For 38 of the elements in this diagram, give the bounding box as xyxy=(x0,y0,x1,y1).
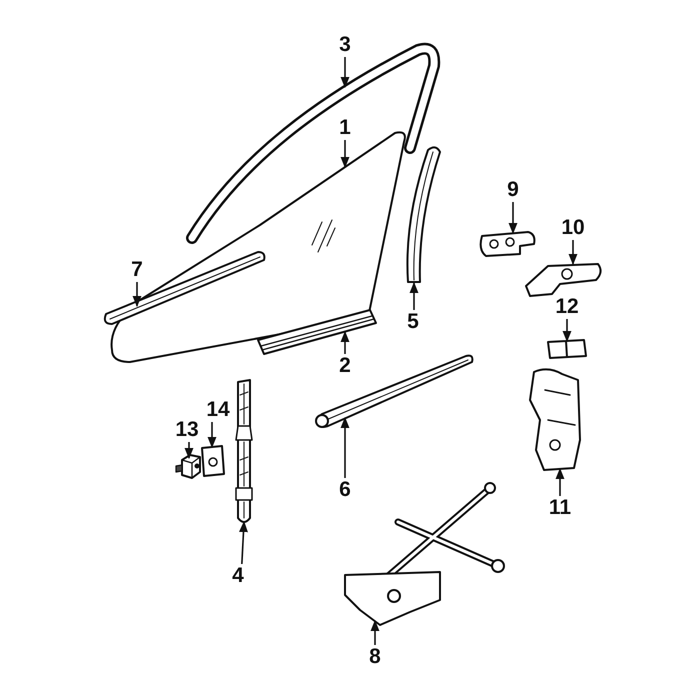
bracket-drawing xyxy=(480,231,536,257)
leader-arrow xyxy=(562,319,572,342)
callout-number: 8 xyxy=(369,646,381,668)
leader-arrow xyxy=(208,422,216,448)
callout-number: 4 xyxy=(232,565,244,587)
leader-arrow xyxy=(370,620,380,645)
callout-number: 14 xyxy=(206,399,230,421)
callout-number: 5 xyxy=(407,311,419,333)
callout-number: 3 xyxy=(339,34,351,56)
callout-number: 7 xyxy=(131,259,143,281)
leader-arrow xyxy=(410,282,418,310)
hinge-drawing xyxy=(525,263,602,297)
callout-number: 13 xyxy=(175,419,199,441)
clip-drawing xyxy=(175,454,201,479)
belt-strip-drawing xyxy=(104,251,266,325)
clip-drawing xyxy=(547,339,587,359)
leader-arrow xyxy=(340,140,350,168)
leader-arrow xyxy=(340,57,350,88)
leader-arrow xyxy=(132,282,142,308)
leader-arrow xyxy=(340,416,350,478)
leader-arrow xyxy=(556,468,564,496)
channel-strip-drawing xyxy=(406,146,441,283)
leader-arrow xyxy=(340,330,350,354)
leader-arrow xyxy=(239,520,248,564)
callout-number: 1 xyxy=(339,117,351,139)
glass-channel-drawing xyxy=(235,379,253,523)
callout-number: 12 xyxy=(555,296,579,318)
callout-number: 10 xyxy=(561,217,585,239)
leader-arrow xyxy=(184,442,194,460)
callout-number: 2 xyxy=(339,355,351,377)
callout-number: 9 xyxy=(507,179,519,201)
leader-arrow xyxy=(508,202,518,234)
door-lock-drawing xyxy=(529,368,581,471)
callout-number: 6 xyxy=(339,479,351,501)
callout-number: 11 xyxy=(548,497,572,519)
bracket-drawing xyxy=(201,445,225,477)
leader-arrow xyxy=(568,240,578,266)
molding-strip-drawing xyxy=(257,309,377,355)
